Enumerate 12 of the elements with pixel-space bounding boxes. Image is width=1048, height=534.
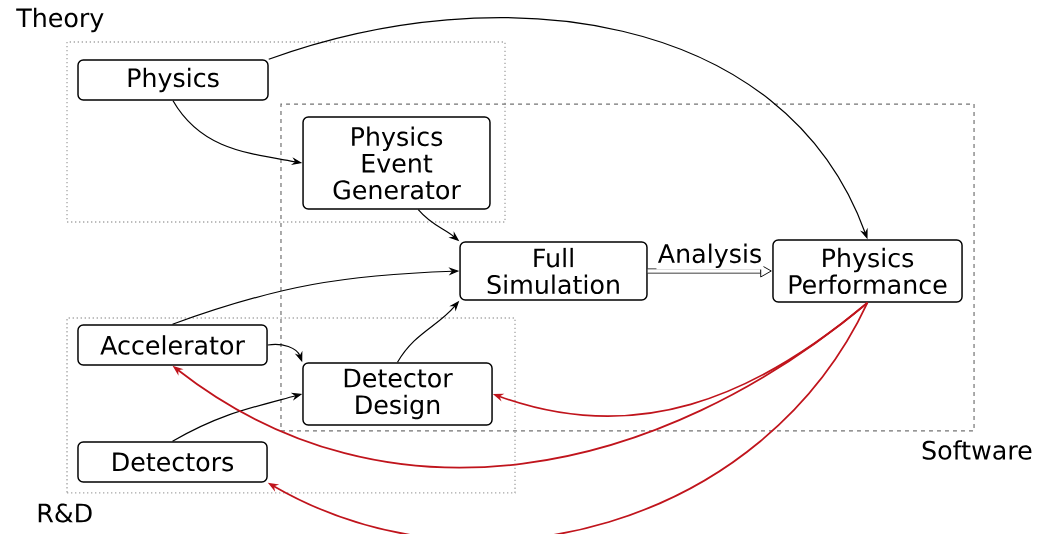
process-box: Detectors (77, 441, 268, 483)
process-box: Detector Design (302, 362, 493, 426)
arrow (647, 264, 772, 278)
process-box: Physics Event Generator (302, 116, 491, 210)
node-label: R&D (38, 503, 92, 523)
process-box: Physics Performance (772, 239, 963, 303)
edge-label: Analysis (656, 242, 764, 270)
process-box: Accelerator (77, 324, 268, 366)
node-label: Software (922, 440, 1032, 460)
process-box: Full Simulation (459, 241, 648, 301)
node-label: Theory (16, 7, 104, 33)
process-box: Physics (77, 59, 269, 101)
